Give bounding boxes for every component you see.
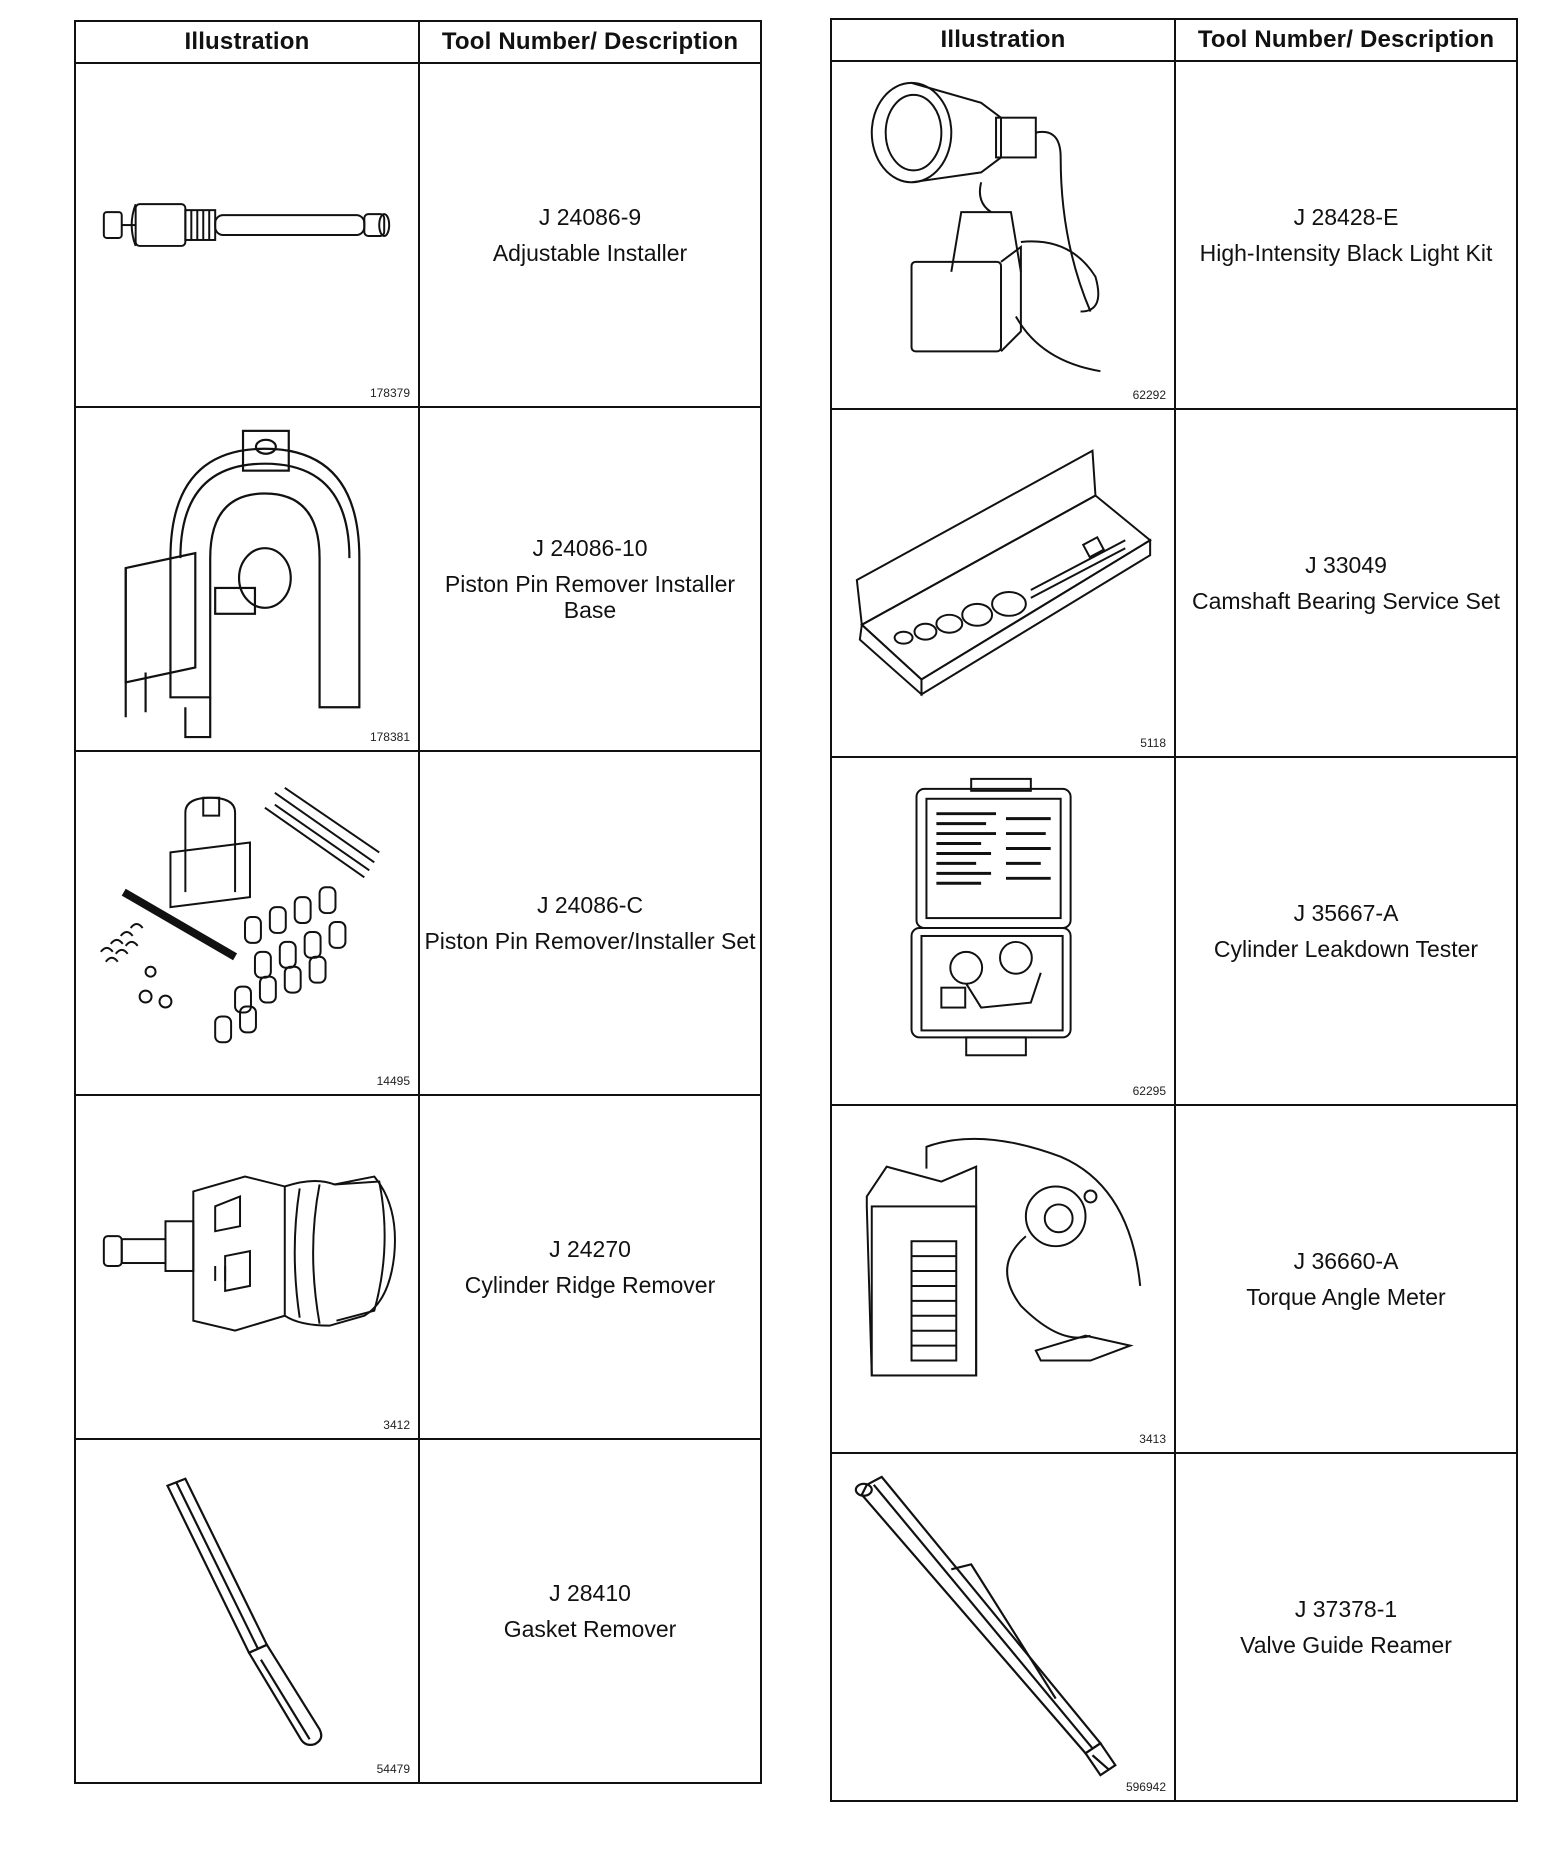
table-row: 14495 J 24086-C Piston Pin Remover/Insta…	[74, 750, 762, 1096]
figure-number: 596942	[1125, 1780, 1166, 1794]
tool-description-cell: J 35667-A Cylinder Leakdown Tester	[1174, 756, 1518, 1106]
tool-description: Valve Guide Reamer	[1240, 1632, 1452, 1658]
illustration-header: Illustration	[830, 18, 1176, 62]
illustration-cell: 54479	[74, 1438, 420, 1784]
tool-description-cell: J 24086-C Piston Pin Remover/Installer S…	[418, 750, 762, 1096]
table-row: 178379 J 24086-9 Adjustable Installer	[74, 62, 762, 408]
table-row: 54479 J 28410 Gasket Remover	[74, 1438, 762, 1784]
leakdown-tester-icon	[910, 777, 1072, 1057]
figure-number: 3413	[1139, 1432, 1166, 1446]
gasket-remover-icon	[165, 1477, 323, 1746]
tool-description: High-Intensity Black Light Kit	[1199, 240, 1493, 266]
tool-description-cell: J 28428-E High-Intensity Black Light Kit	[1174, 60, 1518, 410]
table-row: 62292 J 28428-E High-Intensity Black Lig…	[830, 60, 1518, 410]
tool-number: J 28428-E	[1293, 204, 1399, 230]
tool-number: J 28410	[549, 1580, 631, 1606]
tool-number: J 24086-10	[532, 535, 648, 561]
figure-number: 178381	[369, 730, 410, 744]
tool-description-cell: J 24086-10 Piston Pin Remover Installer …	[418, 406, 762, 752]
tool-header: Tool Number/ Description	[1174, 18, 1518, 62]
tool-number: J 24086-9	[538, 204, 642, 230]
tool-description-cell: J 24086-9 Adjustable Installer	[418, 62, 762, 408]
illustration-cell: 596942	[830, 1452, 1176, 1802]
tool-description-cell: J 24270 Cylinder Ridge Remover	[418, 1094, 762, 1440]
header-row: Illustration Tool Number/ Description	[74, 20, 762, 64]
illustration-header: Illustration	[74, 20, 420, 64]
header-row: Illustration Tool Number/ Description	[830, 18, 1518, 62]
illustration-cell: 178381	[74, 406, 420, 752]
tool-description: Piston Pin Remover/Installer Set	[424, 928, 756, 954]
tool-description: Torque Angle Meter	[1246, 1284, 1446, 1310]
tool-description-cell: J 36660-A Torque Angle Meter	[1174, 1104, 1518, 1454]
tool-description: Piston Pin Remover Installer Base	[444, 571, 736, 623]
figure-number: 14495	[376, 1074, 410, 1088]
tool-description: Cylinder Leakdown Tester	[1213, 936, 1479, 962]
tools-table-right: Illustration Tool Number/ Description	[830, 18, 1518, 1802]
figure-number: 3412	[383, 1418, 410, 1432]
tool-header: Tool Number/ Description	[418, 20, 762, 64]
black-light-icon	[870, 81, 1101, 373]
tool-description-cell: J 37378-1 Valve Guide Reamer	[1174, 1452, 1518, 1802]
illustration-cell: 178379	[74, 62, 420, 408]
tool-description: Gasket Remover	[503, 1616, 677, 1642]
torque-meter-icon	[865, 1137, 1142, 1377]
tool-number: J 33049	[1305, 552, 1387, 578]
installer-base-icon	[124, 429, 361, 739]
tool-number: J 35667-A	[1293, 900, 1399, 926]
illustration-cell: 62292	[830, 60, 1176, 410]
ridge-remover-icon	[102, 1175, 396, 1332]
tool-description: Adjustable Installer	[492, 240, 688, 266]
table-row: 3413 J 36660-A Torque Angle Meter	[830, 1104, 1518, 1454]
table-row: 5118 J 33049 Camshaft Bearing Service Se…	[830, 408, 1518, 758]
illustration-cell: 62295	[830, 756, 1176, 1106]
pin-set-icon	[100, 786, 380, 1044]
adjustable-installer-icon	[102, 203, 391, 247]
figure-number: 62295	[1132, 1084, 1166, 1098]
figure-number: 178379	[369, 386, 410, 400]
figure-number: 5118	[1140, 736, 1166, 750]
tool-number: J 24270	[549, 1236, 631, 1262]
table-row: 596942 J 37378-1 Valve Guide Reamer	[830, 1452, 1518, 1802]
illustration-cell: 3413	[830, 1104, 1176, 1454]
illustration-cell: 3412	[74, 1094, 420, 1440]
tool-description-cell: J 28410 Gasket Remover	[418, 1438, 762, 1784]
illustration-cell: 14495	[74, 750, 420, 1096]
illustration-cell: 5118	[830, 408, 1176, 758]
tool-description: Cylinder Ridge Remover	[464, 1272, 716, 1298]
figure-number: 62292	[1132, 388, 1166, 402]
tool-number: J 37378-1	[1294, 1596, 1398, 1622]
table-row: 3412 J 24270 Cylinder Ridge Remover	[74, 1094, 762, 1440]
table-row: 178381 J 24086-10 Piston Pin Remover Ins…	[74, 406, 762, 752]
bearing-set-icon	[855, 449, 1152, 697]
tool-description-cell: J 33049 Camshaft Bearing Service Set	[1174, 408, 1518, 758]
reamer-icon	[854, 1475, 1117, 1777]
tool-number: J 36660-A	[1293, 1248, 1399, 1274]
tools-table-left: Illustration Tool Number/ Description	[74, 20, 762, 1784]
figure-number: 54479	[376, 1762, 410, 1776]
table-row: 62295 J 35667-A Cylinder Leakdown Tester	[830, 756, 1518, 1106]
tool-description: Camshaft Bearing Service Set	[1191, 588, 1501, 614]
tool-number: J 24086-C	[536, 892, 644, 918]
